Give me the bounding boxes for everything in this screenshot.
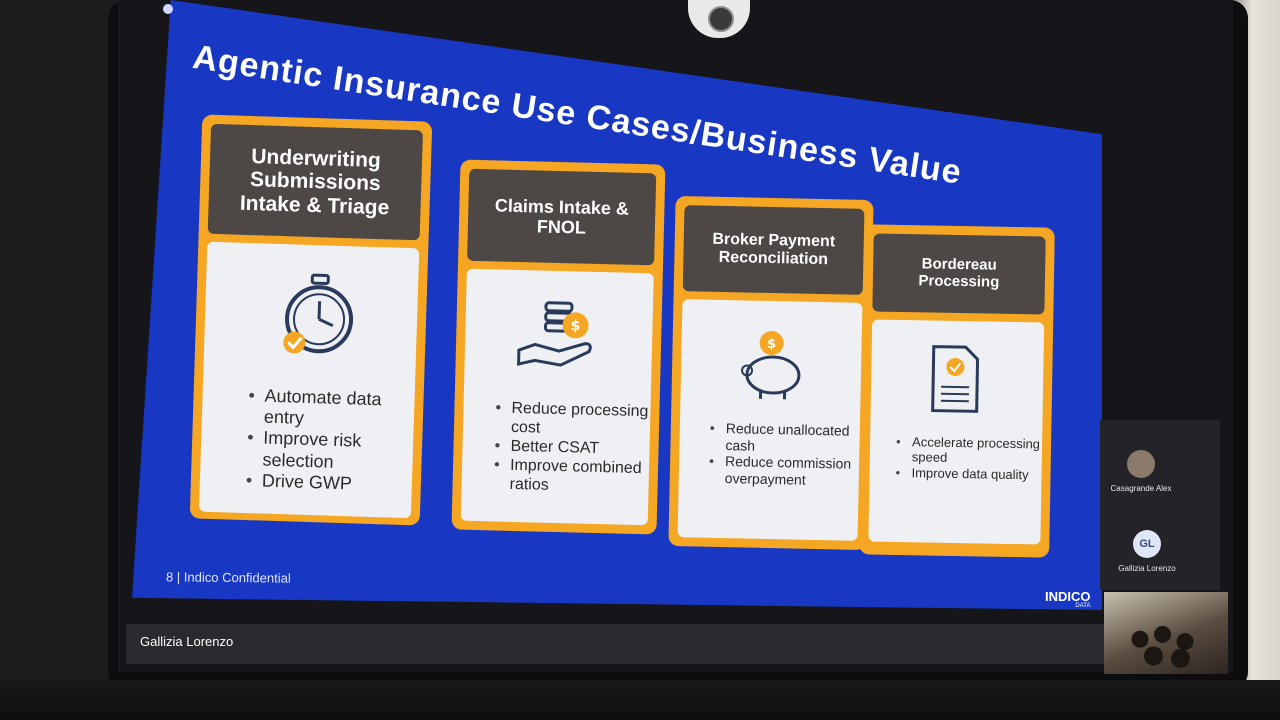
card-heading: Claims Intake & FNOL: [467, 168, 657, 266]
card-heading: Bordereau Processing: [872, 233, 1046, 315]
card-bullets: Reduce unallocated cash Reduce commissio…: [707, 420, 860, 489]
use-case-card-broker-payment: Broker Payment Reconciliation $ Reduce u…: [668, 195, 874, 551]
participant-tile[interactable]: GL Gallizia Lorenzo: [1092, 530, 1202, 573]
card-body: Automate data entry Improve risk selecti…: [198, 241, 420, 519]
participants-panel: [1100, 420, 1220, 590]
use-case-card-claims: Claims Intake & FNOL $ Reduce processing…: [451, 159, 666, 535]
audience-silhouettes: [1122, 620, 1212, 668]
slide-indicator: [163, 4, 173, 14]
card-bullets: Automate data entry Improve risk selecti…: [244, 385, 415, 496]
bullet: Improve combined ratios: [509, 456, 649, 497]
avatar: GL: [1133, 530, 1161, 558]
card-heading: Broker Payment Reconciliation: [682, 205, 865, 295]
meeting-bottom-bar: [126, 624, 1111, 664]
floor-shadow: [0, 680, 1280, 720]
brand-name: INDICO: [1045, 589, 1091, 604]
camera-lens: [708, 6, 734, 32]
avatar: [1127, 450, 1155, 478]
bullet: Accelerate processing speed: [912, 434, 1043, 467]
room-video-thumbnail[interactable]: [1104, 592, 1228, 674]
stopwatch-check-icon: [276, 272, 363, 364]
coins-hand-icon: $: [514, 298, 602, 381]
participant-name: Gallizia Lorenzo: [1118, 564, 1176, 573]
card-body: Accelerate processing speed Improve data…: [868, 319, 1045, 545]
bullet: Automate data entry: [264, 386, 415, 433]
certificate-document-icon: [924, 342, 985, 420]
card-heading: Underwriting Submissions Intake & Triage: [207, 123, 424, 241]
card-body: $ Reduce unallocated cash Reduce commiss…: [677, 299, 863, 541]
bullet: Improve data quality: [911, 465, 1041, 483]
bullet: Reduce unallocated cash: [725, 420, 860, 456]
use-case-card-underwriting: Underwriting Submissions Intake & Triage…: [189, 114, 433, 526]
brand-sub: DATA: [1075, 603, 1091, 609]
piggy-bank-coin-icon: $: [732, 328, 810, 407]
brand-logo: INDICO DATA: [1045, 590, 1091, 609]
svg-text:$: $: [767, 337, 776, 352]
bullet: Reduce commission overpayment: [725, 453, 860, 489]
card-body: $ Reduce processing cost Better CSAT Imp…: [460, 268, 654, 526]
use-case-card-bordereau: Bordereau Processing Accelerate processi…: [859, 224, 1055, 558]
slide-footer: 8 | Indico Confidential: [165, 569, 291, 586]
presenter-name: Gallizia Lorenzo: [140, 634, 234, 649]
card-bullets: Accelerate processing speed Improve data…: [893, 434, 1042, 483]
card-bullets: Reduce processing cost Better CSAT Impro…: [491, 399, 650, 497]
bullet: Reduce processing cost: [511, 400, 651, 441]
bullet: Drive GWP: [262, 470, 413, 496]
bullet: Improve risk selection: [262, 428, 413, 475]
participant-name: Casagrande Alex: [1110, 484, 1172, 493]
participant-tile[interactable]: Casagrande Alex: [1086, 450, 1196, 493]
svg-text:$: $: [570, 318, 580, 334]
